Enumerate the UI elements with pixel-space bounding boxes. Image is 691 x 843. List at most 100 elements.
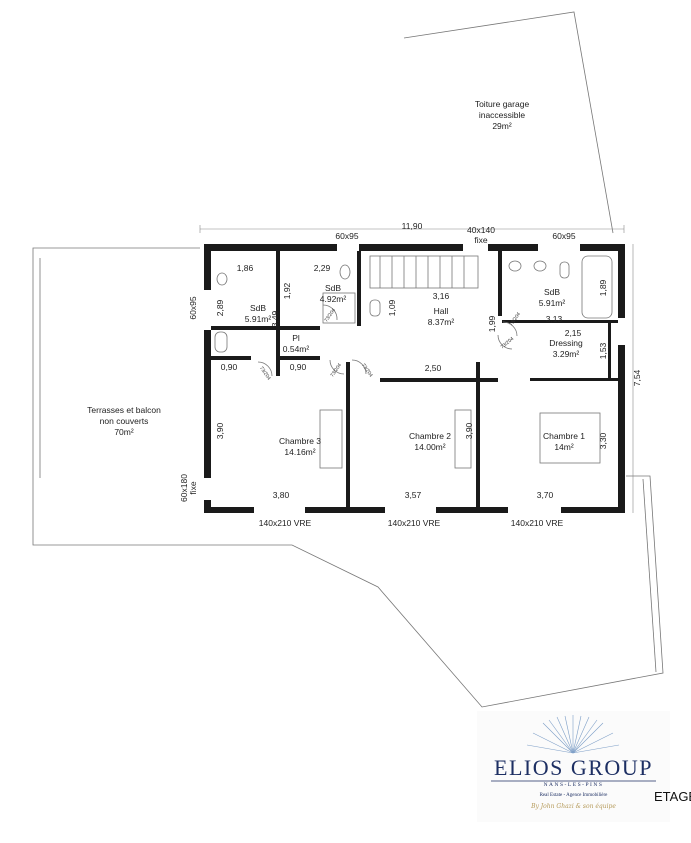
dimension-label: 1,86 <box>237 263 254 273</box>
staircase <box>369 255 479 289</box>
int-wall-f <box>280 356 320 360</box>
room-name: Chambre 3 <box>279 436 321 446</box>
dimension-label: 1,89 <box>598 279 608 296</box>
room-name: Chambre 2 <box>409 431 451 441</box>
bed-icon <box>539 412 601 464</box>
room-area: 14.00m² <box>414 442 445 452</box>
room-name: Hall <box>434 306 449 316</box>
floor-level-label: ETAGE <box>654 789 691 804</box>
dimension-label: 3,57 <box>405 490 422 500</box>
dimension-label: 3,90 <box>215 422 225 439</box>
door-label: 73/204 <box>323 307 337 323</box>
room-name: SdB <box>250 303 266 313</box>
sink-icon <box>508 260 522 272</box>
sink-icon <box>216 272 228 286</box>
dimension-label: 2,50 <box>425 363 442 373</box>
room-area: 4.92m² <box>320 294 347 304</box>
terrace-area: 70m² <box>114 427 134 437</box>
dimension-label: 3,80 <box>273 490 290 500</box>
wall-top-left <box>204 244 337 251</box>
int-wall-h <box>346 362 350 507</box>
int-wall-l <box>530 378 618 381</box>
terrace-outline <box>32 247 664 708</box>
garage-roof-outline <box>403 11 614 234</box>
logo-tagline: Real Estate - Agence Immobilière <box>539 793 608 798</box>
toilet-icon <box>369 299 381 317</box>
int-wall-d <box>280 326 320 330</box>
wall-bottom-1 <box>204 507 254 513</box>
wall-bottom-2 <box>305 507 385 513</box>
company-logo: ELIOS GROUP NANS-LES-PINS Real Estate - … <box>477 711 670 822</box>
door-label: 73/204 <box>508 311 522 327</box>
room-name: Pl <box>292 333 300 343</box>
wall-left-middle <box>204 330 211 478</box>
dimension-label: 2,89 <box>215 299 225 316</box>
room-area: 14m² <box>554 442 574 452</box>
int-wall-n <box>478 378 498 382</box>
wall-top-center <box>359 244 463 251</box>
dimension-label: 3,13 <box>546 314 563 324</box>
int-wall-c <box>211 326 276 330</box>
garage-roof-label: inaccessible <box>479 110 526 120</box>
int-wall-b <box>357 251 361 326</box>
dimension-label: 3,30 <box>598 432 608 449</box>
dimension-label: 1,09 <box>387 299 397 316</box>
int-wall-e <box>211 356 251 360</box>
window-label: 60x180 <box>179 474 189 502</box>
room-name: SdB <box>544 287 560 297</box>
wall-bottom-3 <box>436 507 508 513</box>
window-label: 140x210 VRE <box>259 518 312 528</box>
sunburst-icon <box>526 715 620 754</box>
window-label: 60x95 <box>552 231 575 241</box>
door-label: 73/204 <box>360 362 374 378</box>
wall-top-right <box>488 244 538 251</box>
room-area: 8.37m² <box>428 317 455 327</box>
int-wall-j <box>498 251 502 316</box>
dimension-label: 3,16 <box>433 291 450 301</box>
dimension-label: 1,92 <box>282 282 292 299</box>
sink-icon <box>533 260 547 272</box>
terrace-label: Terrasses et balcon <box>87 405 161 415</box>
window-label: 60x95 <box>335 231 358 241</box>
room-area: 14.16m² <box>284 447 315 457</box>
garage-roof-label: Toiture garage <box>475 99 530 109</box>
wall-right-top <box>618 244 625 318</box>
wall-bottom-4 <box>561 507 625 513</box>
terrace-right-inner <box>642 478 657 673</box>
dimension-label: 2,29 <box>314 263 331 273</box>
logo-signature: By John Ghazi & son équipe <box>531 803 616 810</box>
wall-left-top <box>204 244 211 290</box>
room-name: Dressing <box>549 338 583 348</box>
bathtub-icon <box>581 255 613 319</box>
door-swing-icon <box>322 304 338 321</box>
window-label: 40x140 <box>467 225 495 235</box>
room-name: SdB <box>325 283 341 293</box>
logo-location: NANS-LES-PINS <box>543 782 604 788</box>
toilet-icon <box>559 261 570 279</box>
window-label: fixe <box>188 481 198 495</box>
logo-name: ELIOS GROUP <box>494 755 653 780</box>
window-label: 60x95 <box>188 296 198 319</box>
wall-left-bottom <box>204 500 211 513</box>
wall-right-lower <box>618 345 625 513</box>
door-swing-icon <box>497 334 513 350</box>
shower-icon <box>322 292 356 324</box>
window-label: 140x210 VRE <box>511 518 564 528</box>
door-label: 73/204 <box>329 362 343 378</box>
toilet-icon <box>214 331 228 353</box>
room-area: 5.91m² <box>539 298 566 308</box>
dimension-label: 3,70 <box>537 490 554 500</box>
dimension-label: 11,90 <box>402 221 423 231</box>
room-area: 0.54m² <box>283 344 310 354</box>
door-swing-icon <box>329 359 345 375</box>
dimension-label: 0,90 <box>290 362 307 372</box>
dimension-label: 1,53 <box>598 342 608 359</box>
int-wall-m <box>608 323 611 378</box>
bed-icon <box>319 409 343 469</box>
sink-icon <box>339 264 351 280</box>
garage-roof-area: 29m² <box>492 121 512 131</box>
dimension-label: 7,54 <box>632 369 642 386</box>
dimension-label: 2,15 <box>565 328 582 338</box>
int-wall-i <box>476 362 480 507</box>
